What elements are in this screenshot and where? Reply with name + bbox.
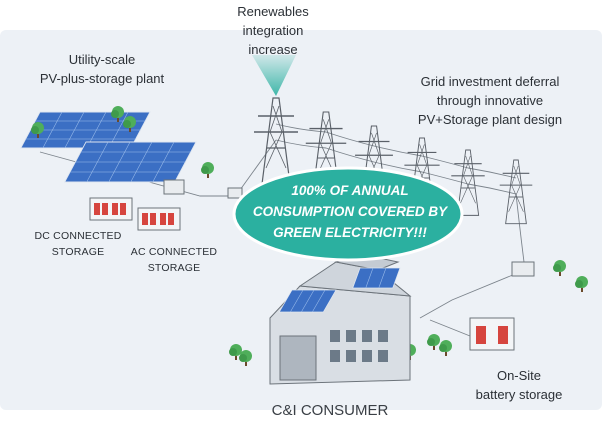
utility-scale-label: Utility-scale PV-plus-storage plant <box>39 52 165 86</box>
ac-storage-label: AC CONNECTED STORAGE <box>130 246 218 274</box>
solar-panel-icon <box>20 111 197 183</box>
dc-storage-label: DC CONNECTED STORAGE <box>34 230 122 258</box>
renewables-beam-icon <box>252 55 296 96</box>
inverter-icon <box>163 179 535 277</box>
onsite-storage-label: On-Site battery storage <box>475 368 563 402</box>
factory-icon <box>269 253 412 385</box>
highlight-bubble <box>232 166 464 262</box>
battery-storage-icon <box>89 197 515 351</box>
grid-deferral-label: Grid investment deferral through innovat… <box>417 74 563 127</box>
consumer-label: C&I CONSUMER <box>271 402 389 419</box>
power-lines <box>39 123 525 337</box>
renewables-label: Renewables integration increase <box>237 4 309 57</box>
bubble-text: 100% OF ANNUAL CONSUMPTION COVERED BY GR… <box>252 183 448 240</box>
